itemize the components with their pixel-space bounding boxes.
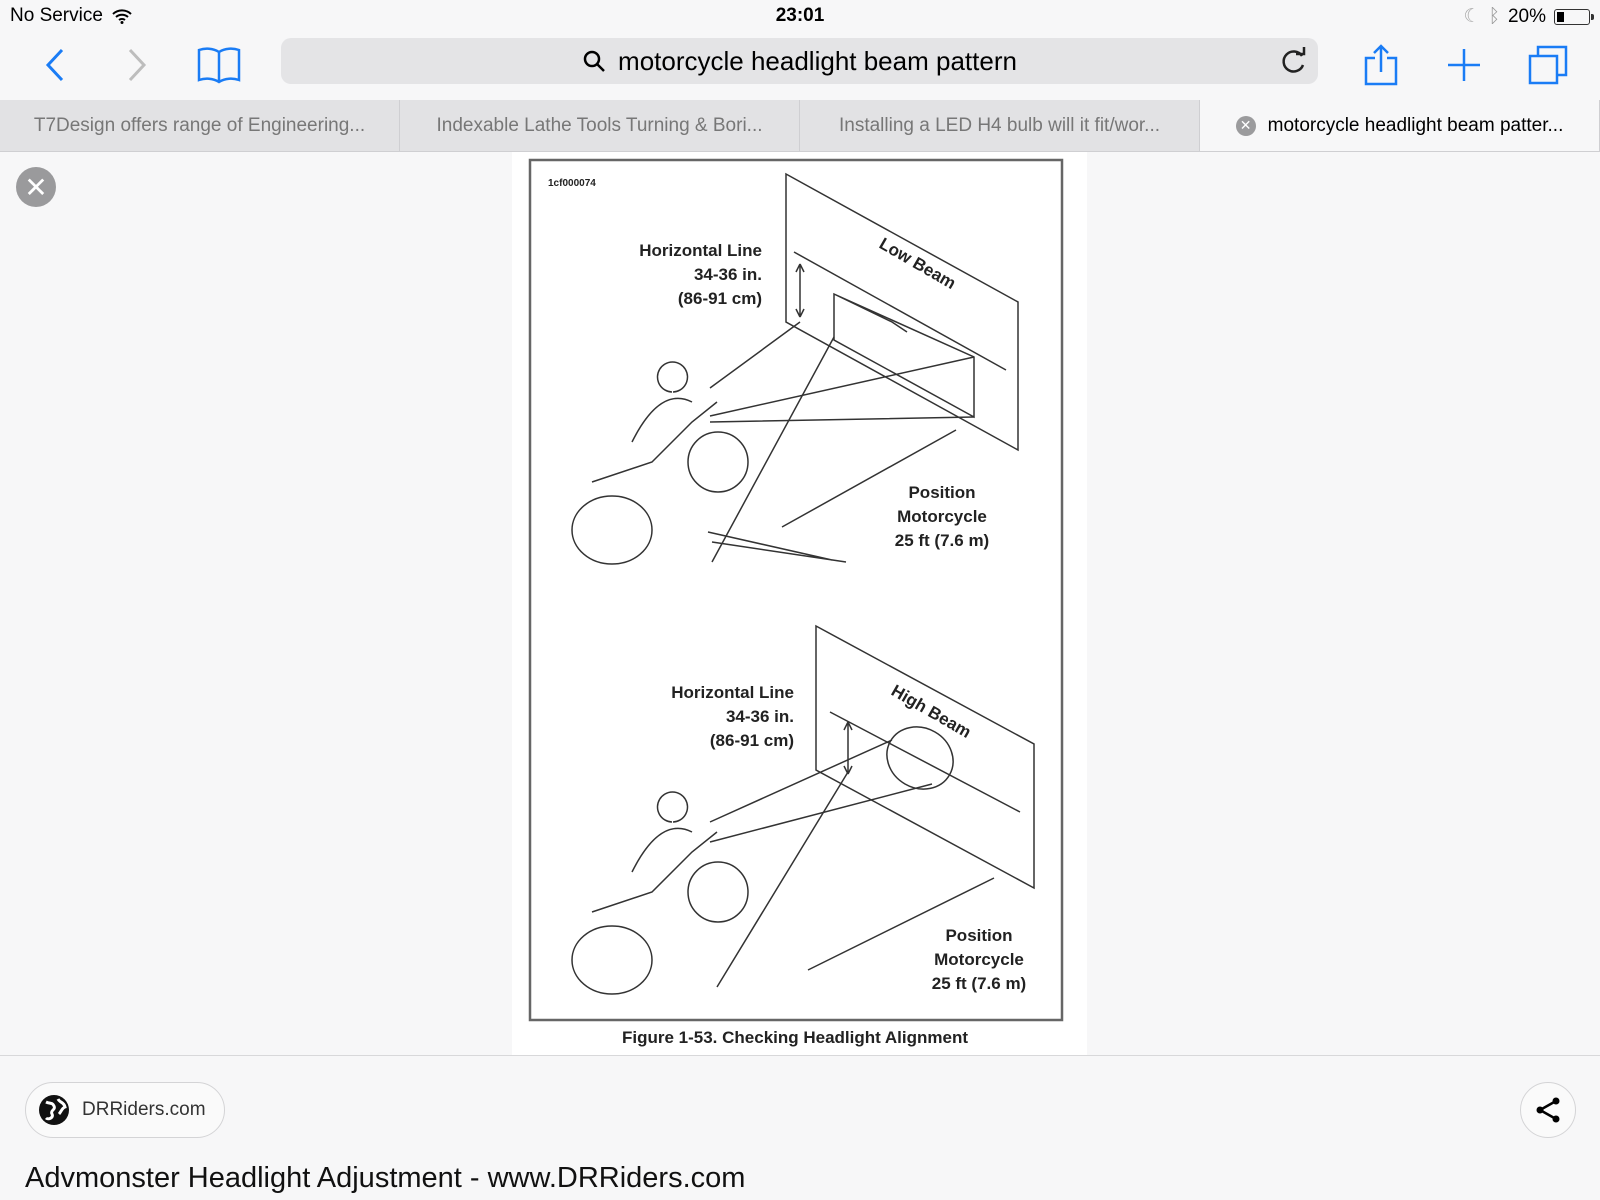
- tab-label: T7Design offers range of Engineering...: [33, 114, 366, 136]
- address-bar[interactable]: motorcycle headlight beam pattern: [281, 38, 1318, 84]
- svg-text:Motorcycle: Motorcycle: [897, 507, 987, 526]
- toolbar: motorcycle headlight beam pattern: [0, 32, 1600, 100]
- svg-text:Position: Position: [908, 483, 975, 502]
- result-image[interactable]: 1cf000074 Horizontal Line 34-36 in. (86-…: [512, 152, 1087, 1055]
- bluetooth-icon: ᛒ: [1488, 5, 1500, 27]
- book-icon: [197, 47, 241, 84]
- carrier-label: No Service: [10, 5, 103, 26]
- tab-headlight-beam[interactable]: ✕ motorcycle headlight beam patter...: [1200, 100, 1600, 151]
- forward-button[interactable]: [112, 40, 162, 90]
- tab-t7design[interactable]: T7Design offers range of Engineering...: [0, 100, 400, 151]
- tab-label: motorcycle headlight beam patter...: [1267, 114, 1564, 136]
- tab-lathe-tools[interactable]: Indexable Lathe Tools Turning & Bori...: [400, 100, 800, 151]
- share-toolbar-button[interactable]: [1356, 40, 1406, 90]
- svg-text:(86-91 cm): (86-91 cm): [678, 289, 762, 308]
- svg-text:Position: Position: [945, 926, 1012, 945]
- close-tab-icon[interactable]: ✕: [1235, 115, 1256, 136]
- reload-button[interactable]: [1280, 46, 1308, 76]
- tab-led-h4[interactable]: Installing a LED H4 bulb will it fit/wor…: [800, 100, 1200, 151]
- bookmarks-button[interactable]: [194, 40, 244, 90]
- close-image-button[interactable]: ✕: [16, 167, 56, 207]
- search-icon: [583, 50, 605, 72]
- svg-text:34-36 in.: 34-36 in.: [694, 265, 762, 284]
- svg-text:25 ft (7.6 m): 25 ft (7.6 m): [932, 974, 1026, 993]
- plus-icon: [1448, 49, 1480, 81]
- clock: 23:01: [775, 5, 825, 26]
- share-result-button[interactable]: [1520, 1082, 1576, 1138]
- svg-text:Horizontal Line: Horizontal Line: [671, 683, 794, 702]
- globe-icon: [39, 1095, 69, 1125]
- moon-icon: ☾: [1463, 6, 1481, 27]
- figure-caption: Figure 1-53. Checking Headlight Alignmen…: [622, 1028, 968, 1047]
- source-link[interactable]: DRRiders.com: [25, 1082, 225, 1138]
- battery-icon: [1554, 8, 1594, 25]
- svg-text:(86-91 cm): (86-91 cm): [710, 731, 794, 750]
- source-site: DRRiders.com: [82, 1099, 206, 1120]
- headlight-alignment-figure: 1cf000074 Horizontal Line 34-36 in. (86-…: [528, 158, 1064, 1047]
- tab-bar: T7Design offers range of Engineering... …: [0, 100, 1600, 152]
- svg-text:25 ft (7.6 m): 25 ft (7.6 m): [895, 531, 989, 550]
- wifi-icon: [112, 9, 132, 24]
- battery-percent: 20%: [1507, 5, 1546, 27]
- new-tab-button[interactable]: [1439, 40, 1489, 90]
- back-button[interactable]: [30, 40, 80, 90]
- result-title[interactable]: Advmonster Headlight Adjustment - www.DR…: [25, 1162, 746, 1194]
- status-bar: No Service 23:01 ☾ ᛒ 20%: [0, 0, 1600, 32]
- share-icon: [1364, 44, 1398, 86]
- tab-label: Installing a LED H4 bulb will it fit/wor…: [838, 114, 1161, 136]
- tabs-icon: [1528, 45, 1568, 85]
- svg-text:34-36 in.: 34-36 in.: [726, 707, 794, 726]
- search-query: motorcycle headlight beam pattern: [618, 45, 1017, 76]
- figure-code: 1cf000074: [548, 178, 596, 189]
- tab-label: Indexable Lathe Tools Turning & Bori...: [436, 114, 763, 136]
- svg-text:Motorcycle: Motorcycle: [934, 950, 1024, 969]
- svg-text:Horizontal Line: Horizontal Line: [639, 241, 762, 260]
- share-icon: [1536, 1097, 1560, 1123]
- tabs-button[interactable]: [1523, 40, 1573, 90]
- result-info: DRRiders.com Advmonster Headlight Adjust…: [0, 1055, 1600, 1200]
